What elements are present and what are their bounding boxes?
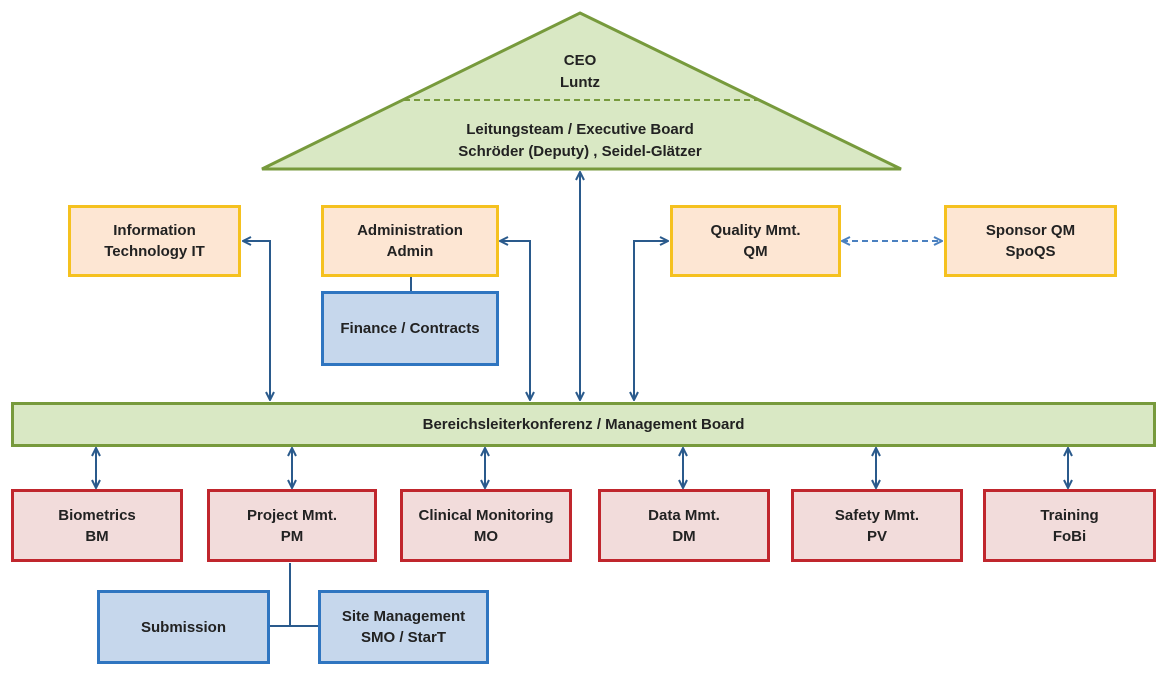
ceo-label: CEO Luntz (480, 50, 680, 94)
department-line2: FoBi (1052, 527, 1087, 545)
finance-box: Finance / Contracts (321, 291, 499, 366)
department-training: Training FoBi (983, 489, 1156, 562)
department-line1: Safety Mmt. (834, 506, 920, 524)
department-project-management: Project Mmt. PM (207, 489, 377, 562)
finance-label: Finance / Contracts (340, 320, 480, 337)
it-line2: Technology IT (104, 243, 205, 260)
department-line1: Biometrics (58, 506, 136, 524)
quality-line2: QM (743, 243, 768, 260)
arrow-it-board (243, 241, 270, 400)
department-data-management: Data Mmt. DM (598, 489, 770, 562)
it-line1: Information (113, 222, 196, 239)
site-management-line2: SMO / StarT (360, 629, 446, 646)
department-line2: PV (866, 527, 887, 545)
arrow-qm-board (634, 241, 668, 400)
department-line1: Project Mmt. (246, 506, 337, 524)
management-board-bar: Bereichsleiterkonferenz / Management Boa… (11, 402, 1156, 447)
sponsor-qm-line2: SpoQS (1005, 243, 1056, 260)
ceo-name: Luntz (560, 74, 600, 91)
submission-box: Submission (97, 590, 270, 664)
quality-box: Quality Mmt. QM (670, 205, 841, 277)
sponsor-qm-box: Sponsor QM SpoQS (944, 205, 1117, 277)
department-biometrics: Biometrics BM (11, 489, 183, 562)
submission-label: Submission (140, 618, 226, 636)
ceo-title: CEO (563, 52, 597, 69)
department-line2: BM (85, 527, 109, 545)
executive-board-label: Leitungsteam / Executive Board Schröder … (380, 119, 780, 163)
admin-box: Administration Admin (321, 205, 499, 277)
department-line1: Data Mmt. (648, 506, 720, 524)
admin-line2: Admin (386, 243, 434, 260)
executive-roof (261, 11, 902, 171)
executive-board-title: Leitungsteam / Executive Board (466, 121, 694, 138)
department-line2: PM (280, 527, 304, 545)
department-line1: Training (1040, 506, 1099, 524)
department-clinical-monitoring: Clinical Monitoring MO (400, 489, 572, 562)
arrow-admin-board (500, 241, 530, 400)
sponsor-qm-line1: Sponsor QM (985, 222, 1076, 239)
quality-line1: Quality Mmt. (710, 222, 801, 239)
site-management-line1: Site Management (341, 608, 466, 625)
it-box: Information Technology IT (68, 205, 241, 277)
department-line2: MO (473, 527, 499, 545)
management-board-label: Bereichsleiterkonferenz / Management Boa… (422, 416, 745, 433)
department-safety-management: Safety Mmt. PV (791, 489, 963, 562)
executive-board-members: Schröder (Deputy) , Seidel-Glätzer (458, 143, 702, 160)
site-management-box: Site Management SMO / StarT (318, 590, 489, 664)
department-line1: Clinical Monitoring (418, 506, 554, 524)
department-line2: DM (672, 527, 696, 545)
admin-line1: Administration (357, 222, 463, 239)
